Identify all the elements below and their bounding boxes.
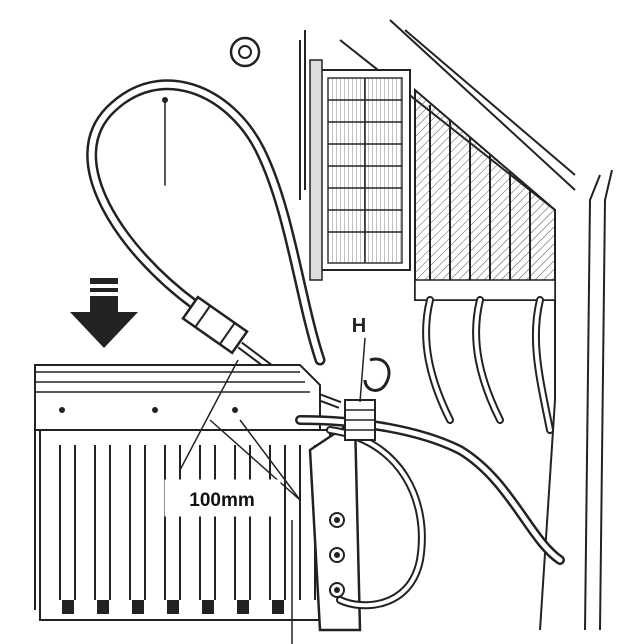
dimension-callout: 100mm [164, 479, 281, 517]
dimension-label: 100mm [189, 490, 255, 511]
fuse-box [309, 59, 411, 281]
connector-callout: H [352, 315, 366, 403]
looped-cable [86, 79, 326, 366]
frame-rail [34, 364, 321, 610]
circle-target-icon [229, 36, 261, 68]
connector-label: H [352, 315, 366, 337]
corrugated-bracket [39, 429, 331, 621]
mounting-bracket [308, 417, 362, 632]
connector-block [414, 87, 556, 301]
down-arrow-icon [70, 278, 138, 348]
vehicle-body-panel [299, 19, 613, 631]
dimension-lines [179, 359, 301, 501]
